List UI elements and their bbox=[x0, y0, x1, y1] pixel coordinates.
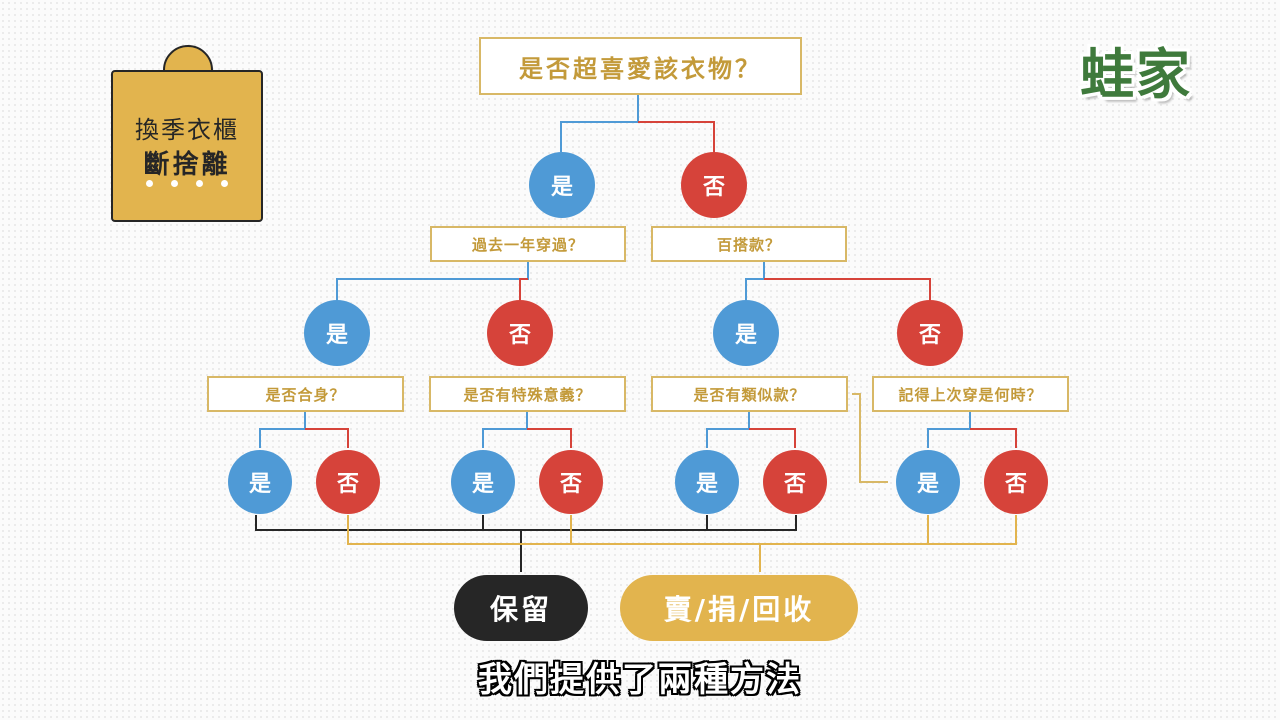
versatile-yes-node: 是 bbox=[713, 300, 779, 366]
outcome-sell-donate-recycle: 賣/捐/回收 bbox=[620, 575, 858, 641]
lastworn-no-node: 否 bbox=[984, 450, 1048, 514]
keep-bracket bbox=[255, 515, 797, 531]
q2-no-connector bbox=[527, 428, 572, 448]
question-fits: 是否合身？ bbox=[207, 376, 404, 412]
l2-right-no-connector bbox=[764, 278, 931, 300]
special-no-node: 否 bbox=[539, 450, 603, 514]
q2-yes-connector bbox=[482, 412, 528, 448]
side-connector bbox=[852, 393, 888, 483]
root-no-node: 否 bbox=[681, 152, 747, 218]
l2-left-yes-connector bbox=[336, 262, 529, 300]
question-similar-item: 是否有類似款？ bbox=[651, 376, 848, 412]
badge-dots bbox=[113, 180, 261, 187]
worn-yes-node: 是 bbox=[304, 300, 370, 366]
special-yes-node: 是 bbox=[451, 450, 515, 514]
q1-yes-connector bbox=[259, 412, 306, 448]
versatile-no-node: 否 bbox=[897, 300, 963, 366]
q4-no-connector bbox=[970, 428, 1017, 448]
question-last-worn: 記得上次穿是何時？ bbox=[872, 376, 1069, 412]
fits-no-node: 否 bbox=[316, 450, 380, 514]
lastworn-yes-node: 是 bbox=[896, 450, 960, 514]
video-subtitle: 我們提供了兩種方法 bbox=[478, 660, 802, 700]
root-yes-node: 是 bbox=[529, 152, 595, 218]
topic-badge: 換季衣櫃 斷捨離 bbox=[111, 70, 263, 222]
q4-yes-connector bbox=[927, 412, 971, 448]
l2-right-yes-connector bbox=[745, 262, 765, 300]
q3-no-connector bbox=[749, 428, 796, 448]
question-worn-past-year: 過去一年穿過？ bbox=[430, 226, 626, 262]
root-question: 是否超喜愛該衣物？ bbox=[479, 37, 802, 95]
l2-left-no-connector bbox=[519, 278, 528, 300]
fits-yes-node: 是 bbox=[228, 450, 292, 514]
brand-logo: 蛙家 bbox=[1080, 43, 1192, 106]
badge-line1: 換季衣櫃 bbox=[135, 116, 239, 144]
similar-no-node: 否 bbox=[763, 450, 827, 514]
badge-line2: 斷捨離 bbox=[143, 150, 231, 180]
question-special-meaning: 是否有特殊意義？ bbox=[429, 376, 626, 412]
q3-yes-connector bbox=[706, 412, 750, 448]
root-yes-connector bbox=[560, 95, 639, 152]
outcome-keep: 保留 bbox=[454, 575, 588, 641]
give-bracket bbox=[347, 515, 1017, 545]
root-no-connector bbox=[638, 121, 715, 152]
q1-no-connector bbox=[305, 428, 349, 448]
worn-no-node: 否 bbox=[487, 300, 553, 366]
question-versatile: 百搭款？ bbox=[651, 226, 847, 262]
similar-yes-node: 是 bbox=[675, 450, 739, 514]
